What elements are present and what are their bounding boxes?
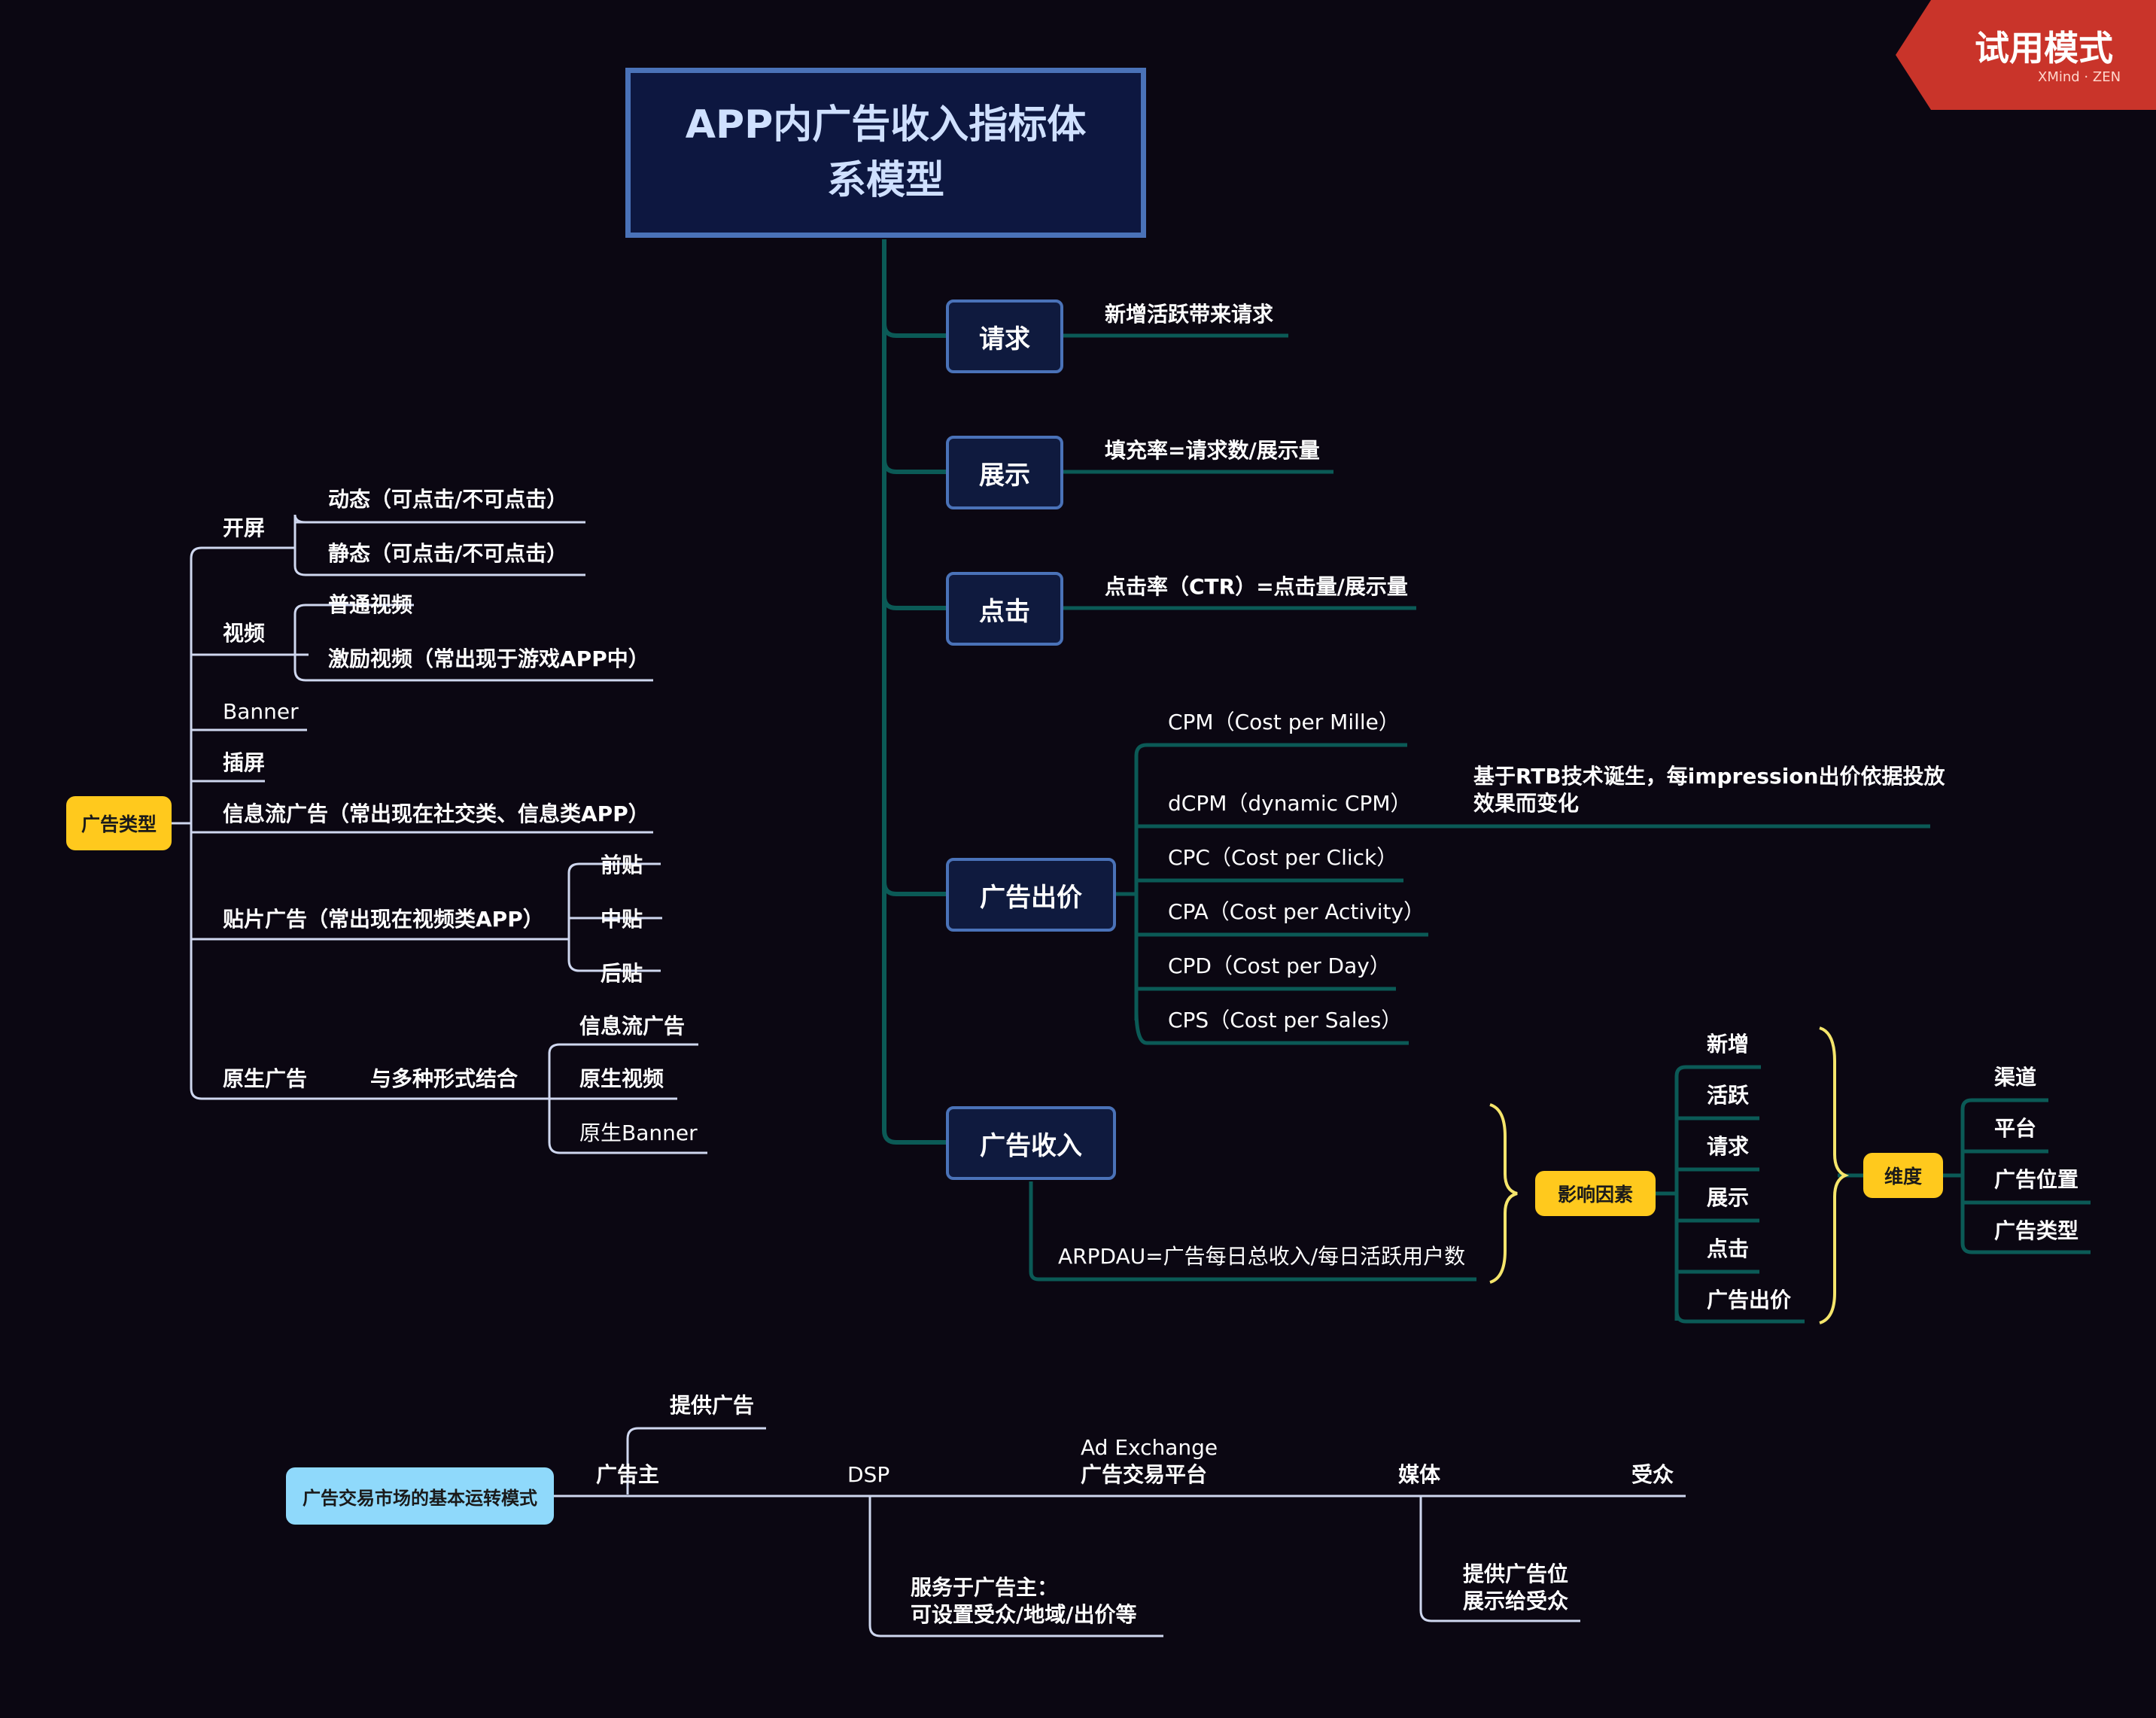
dimension-type[interactable]: 广告类型 bbox=[1994, 1218, 2079, 1243]
factor-bid[interactable]: 广告出价 bbox=[1707, 1288, 1792, 1312]
video-rewarded[interactable]: 激励视频（常出现于游戏APP中） bbox=[328, 646, 649, 671]
market-media[interactable]: 媒体 bbox=[1398, 1462, 1441, 1487]
trial-mode-label: 试用模式 bbox=[1975, 28, 2113, 68]
native-video[interactable]: 原生视频 bbox=[579, 1066, 664, 1091]
dimension-channel[interactable]: 渠道 bbox=[1994, 1065, 2037, 1090]
ad-type-native[interactable]: 原生广告 bbox=[223, 1066, 308, 1091]
dimension-platform[interactable]: 平台 bbox=[1994, 1116, 2037, 1141]
bid-item-cpa[interactable]: CPA（Cost per Activity） bbox=[1168, 899, 1425, 924]
bid-item-cpm[interactable]: CPM（Cost per Mille） bbox=[1168, 710, 1400, 734]
topic-bid[interactable]: 广告出价 bbox=[946, 858, 1116, 932]
bid-item-cpc[interactable]: CPC（Cost per Click） bbox=[1168, 845, 1398, 870]
market-audience[interactable]: 受众 bbox=[1631, 1462, 1674, 1487]
bid-item-dcpm[interactable]: dCPM（dynamic CPM） bbox=[1168, 791, 1412, 816]
topic-click[interactable]: 点击 bbox=[946, 572, 1063, 646]
note-underlines bbox=[1029, 333, 2091, 1324]
topic-display[interactable]: 展示 bbox=[946, 436, 1063, 509]
factor-active[interactable]: 活跃 bbox=[1707, 1083, 1750, 1108]
root-topic[interactable]: APP内广告收入指标体 系模型 bbox=[625, 68, 1146, 238]
factors-tag[interactable]: 影响因素 bbox=[1535, 1171, 1656, 1216]
brace-lines bbox=[1489, 1026, 1850, 1324]
factor-click[interactable]: 点击 bbox=[1707, 1236, 1750, 1261]
dcpm-note-line2: 效果而变化 bbox=[1473, 791, 1580, 816]
bid-item-cpd[interactable]: CPD（Cost per Day） bbox=[1168, 953, 1391, 978]
ad-type-interstitial[interactable]: 插屏 bbox=[223, 750, 266, 775]
splash-static[interactable]: 静态（可点击/不可点击） bbox=[328, 541, 568, 566]
factor-request[interactable]: 请求 bbox=[1707, 1134, 1750, 1159]
note-request[interactable]: 新增活跃带来请求 bbox=[1105, 302, 1274, 327]
media-note-line1[interactable]: 提供广告位 bbox=[1463, 1561, 1569, 1586]
dimension-position[interactable]: 广告位置 bbox=[1994, 1167, 2079, 1192]
market-advertiser-note[interactable]: 提供广告 bbox=[670, 1393, 755, 1418]
trial-ribbon bbox=[1896, 0, 2156, 110]
native-banner[interactable]: 原生Banner bbox=[579, 1121, 698, 1145]
root-title-line1: APP内广告收入指标体 bbox=[685, 102, 1087, 147]
note-click[interactable]: 点击率（CTR）=点击量/展示量 bbox=[1105, 574, 1408, 599]
ad-type-video[interactable]: 视频 bbox=[223, 621, 266, 646]
adx-line1[interactable]: Ad Exchange bbox=[1081, 1435, 1218, 1460]
root-title-line2: 系模型 bbox=[826, 158, 944, 203]
splash-dynamic[interactable]: 动态（可点击/不可点击） bbox=[328, 487, 568, 512]
revenue-formula[interactable]: ARPDAU=广告每日总收入/每日活跃用户数 bbox=[1058, 1244, 1466, 1269]
market-dsp[interactable]: DSP bbox=[847, 1462, 890, 1487]
topic-revenue[interactable]: 广告收入 bbox=[946, 1106, 1116, 1180]
adx-line2: 广告交易平台 bbox=[1081, 1462, 1208, 1487]
note-display[interactable]: 填充率=请求数/展示量 bbox=[1105, 438, 1320, 463]
factor-display[interactable]: 展示 bbox=[1707, 1185, 1750, 1210]
ad-type-splash[interactable]: 开屏 bbox=[223, 515, 266, 540]
native-combined[interactable]: 与多种形式结合 bbox=[370, 1066, 518, 1091]
media-note-line2: 展示给受众 bbox=[1463, 1589, 1569, 1613]
ad-type-feed[interactable]: 信息流广告（常出现在社交类、信息类APP） bbox=[223, 801, 649, 826]
topic-request[interactable]: 请求 bbox=[946, 300, 1063, 373]
bid-item-cps[interactable]: CPS（Cost per Sales） bbox=[1168, 1008, 1403, 1032]
ad-type-patch[interactable]: 贴片广告（常出现在视频类APP） bbox=[223, 907, 544, 932]
video-normal[interactable]: 普通视频 bbox=[328, 592, 413, 617]
ad-type-banner[interactable]: Banner bbox=[223, 699, 299, 724]
dsp-note-line2: 可设置受众/地域/出价等 bbox=[911, 1602, 1137, 1627]
xmind-brand: XMind · ZEN bbox=[2038, 69, 2121, 85]
dsp-note-line1[interactable]: 服务于广告主： bbox=[911, 1575, 1059, 1600]
market-tag[interactable]: 广告交易市场的基本运转模式 bbox=[286, 1467, 554, 1525]
dimension-tag[interactable]: 维度 bbox=[1863, 1153, 1943, 1198]
market-lines bbox=[554, 1427, 1686, 1637]
patch-mid[interactable]: 中贴 bbox=[601, 907, 643, 932]
main-branch-lines bbox=[882, 239, 946, 1145]
native-feed[interactable]: 信息流广告 bbox=[579, 1014, 686, 1038]
ad-types-tag[interactable]: 广告类型 bbox=[66, 796, 172, 850]
patch-pre[interactable]: 前贴 bbox=[601, 853, 643, 877]
factor-new[interactable]: 新增 bbox=[1707, 1032, 1750, 1057]
patch-post[interactable]: 后贴 bbox=[601, 961, 643, 986]
dcpm-note-line1[interactable]: 基于RTB技术诞生，每impression出价依据投放 bbox=[1473, 764, 1945, 789]
ad-type-lines bbox=[172, 514, 707, 1154]
market-advertiser[interactable]: 广告主 bbox=[596, 1462, 660, 1487]
